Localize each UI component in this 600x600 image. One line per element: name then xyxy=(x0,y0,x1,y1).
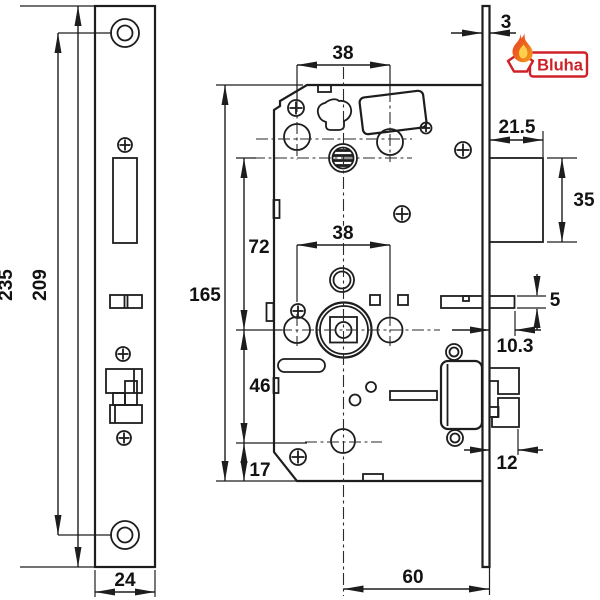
dim-label-hub-to-lower: 46 xyxy=(249,376,270,397)
dim-label-upper-spacing: 38 xyxy=(332,43,353,64)
edge-notch xyxy=(272,199,281,219)
pin-hole xyxy=(348,393,362,407)
screw-icon xyxy=(287,99,305,117)
dim-label-deadbolt-throw: 10.3 xyxy=(497,336,534,357)
screw-icon xyxy=(289,448,307,466)
faceplate-front-view xyxy=(93,4,157,569)
square-opening xyxy=(369,294,381,306)
dim-label-backset: 60 xyxy=(402,567,423,588)
dim-label-faceplate-height: 235 xyxy=(0,269,17,301)
screw-icon xyxy=(116,430,132,446)
screw-icon xyxy=(454,141,472,159)
oval-slot xyxy=(277,358,326,373)
lock-case-outline xyxy=(272,83,483,483)
dim-label-lower-to-bottom: 17 xyxy=(249,460,270,481)
faceplate-edge xyxy=(481,4,491,569)
faceplate-outline xyxy=(93,4,157,569)
square-opening xyxy=(397,294,409,306)
dim-label-plate-thickness: 3 xyxy=(501,12,512,33)
edge-notch xyxy=(362,473,384,482)
screw-icon xyxy=(117,137,133,153)
dim-label-faceplate-width: 24 xyxy=(114,570,136,591)
latch-assembly xyxy=(439,343,520,447)
cam-plate xyxy=(316,98,353,131)
dimensions-middle: 38 38 165 72 46 17 60 xyxy=(188,42,491,595)
dim-label-cyl-to-hub: 72 xyxy=(248,237,269,258)
edge-notch xyxy=(272,377,280,394)
dim-label-case-depth: 21.5 xyxy=(499,117,536,138)
dim-label-deadbolt-thickness: 5 xyxy=(550,290,561,311)
dim-label-case-height: 35 xyxy=(573,190,595,211)
screw-icon xyxy=(393,205,411,223)
dim-label-body-height: 165 xyxy=(189,285,221,306)
latch-lever xyxy=(358,89,428,136)
slot-opening xyxy=(389,390,438,401)
dim-label-latch-throw: 12 xyxy=(496,453,517,474)
dimensions-left: 235 209 24 xyxy=(0,5,156,597)
dimensions-right: 3 21.5 35 5 10.3 12 xyxy=(451,11,596,476)
screw-icon xyxy=(419,121,433,135)
countersunk-hole-top xyxy=(110,18,140,48)
dim-label-hub-spacing: 38 xyxy=(332,223,353,244)
latch-window xyxy=(112,157,138,244)
screw-icon xyxy=(115,346,131,362)
lock-body-view xyxy=(265,83,520,483)
screw-icon xyxy=(290,303,306,319)
dim-label-screw-spacing: 209 xyxy=(30,269,51,301)
faceplate-side-view xyxy=(481,4,544,569)
countersunk-hole-bottom xyxy=(110,520,140,550)
pin-hole xyxy=(365,381,377,393)
brand-logo: Bluha xyxy=(506,33,589,78)
deadbolt xyxy=(440,295,516,309)
edge-notch xyxy=(317,84,332,93)
latch-case-side xyxy=(488,157,544,243)
edge-notch xyxy=(265,302,275,322)
flame-icon xyxy=(512,33,533,63)
deadbolt-window xyxy=(109,294,143,309)
latch-bolt-front xyxy=(105,368,143,424)
centerlines xyxy=(253,67,440,596)
brand-name: Bluha xyxy=(537,57,584,75)
